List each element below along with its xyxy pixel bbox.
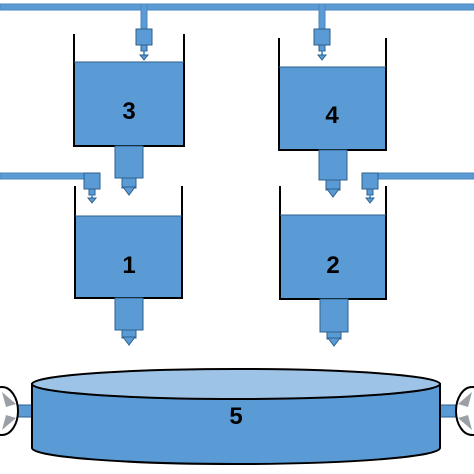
feeder-nozzle-tank1	[83, 172, 101, 204]
tank-1-water	[75, 216, 182, 298]
top-supply-pipe	[0, 3, 474, 11]
feeder-nozzle-tank3	[135, 28, 153, 61]
left-supply-pipe	[0, 172, 93, 180]
tank-4-outlet	[318, 149, 348, 198]
tank-2-outlet	[319, 298, 349, 347]
basin-5-body	[31, 383, 441, 465]
tank-1-label: 1	[122, 252, 135, 279]
supply-pipes	[0, 3, 474, 180]
tank-4-water	[279, 67, 386, 150]
right-supply-pipe	[367, 172, 474, 180]
basin-5: 5	[31, 368, 441, 465]
right-paddle-wheel	[433, 386, 474, 436]
feeder-nozzles	[83, 28, 379, 204]
tank-3: 3	[73, 34, 185, 196]
left-paddle-wheel	[0, 386, 41, 436]
pipe-drop-tank3	[140, 3, 148, 33]
tank-2-label: 2	[326, 252, 339, 279]
tank-2-water	[280, 215, 386, 299]
basin-5-surface	[31, 368, 441, 400]
tank-4: 4	[278, 38, 387, 198]
basin-5-label: 5	[229, 403, 242, 430]
tank-3-label: 3	[122, 98, 135, 125]
feeder-nozzle-tank2	[361, 172, 379, 204]
tank-1: 1	[74, 186, 183, 346]
tank-4-label: 4	[325, 102, 339, 129]
tank-1-outlet	[114, 297, 144, 346]
pipe-drop-tank4	[318, 3, 326, 33]
tank-3-water	[74, 62, 184, 146]
feeder-nozzle-tank4	[313, 28, 331, 61]
tank-2: 2	[279, 186, 387, 347]
tank-3-outlet	[114, 145, 144, 196]
